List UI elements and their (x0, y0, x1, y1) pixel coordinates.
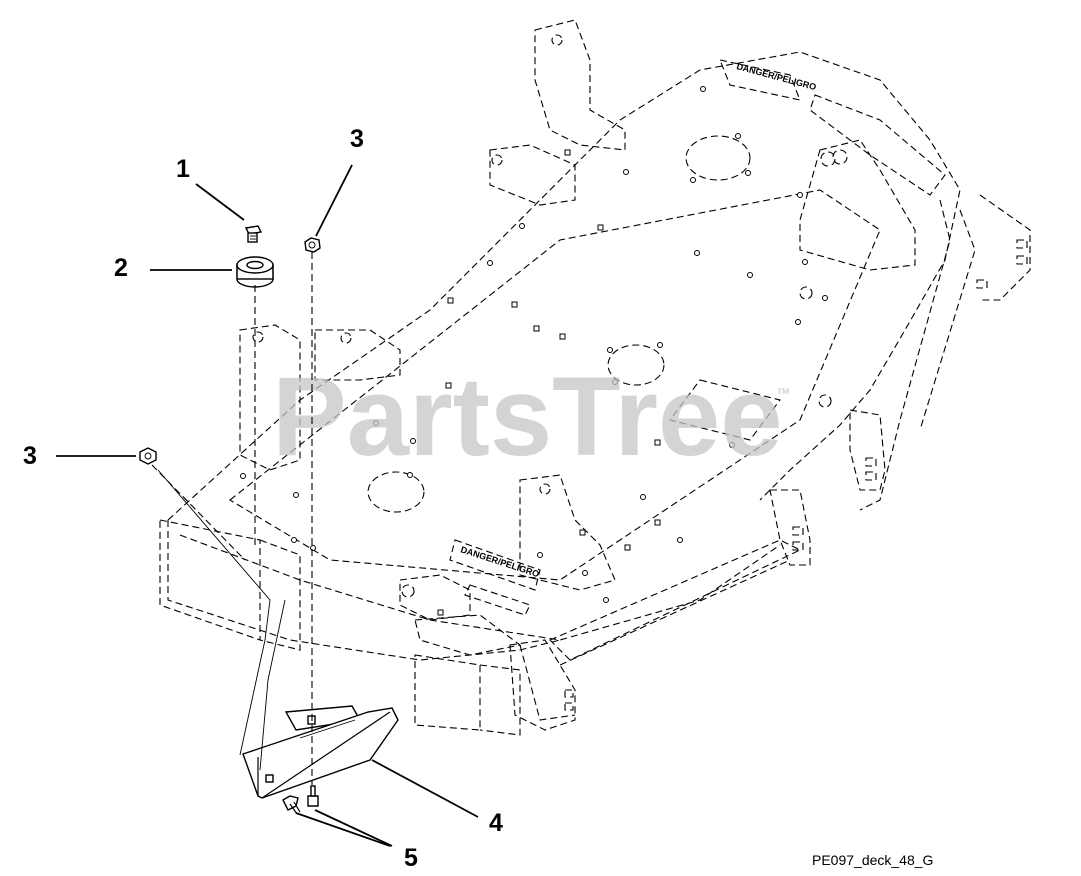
deck-holes (240, 86, 828, 603)
callout-3-top: 3 (350, 125, 364, 153)
callout-5: 5 (404, 844, 418, 872)
warning-decal-front: DANGER/PELIGRO (459, 544, 540, 579)
part-1-bolt (244, 225, 263, 243)
callouts: 1 2 3 3 4 5 (23, 125, 503, 872)
part-4-deflector (242, 705, 399, 799)
callout-3-left: 3 (23, 442, 37, 470)
assembly-center-lines (151, 252, 313, 785)
deck-slots (437, 149, 661, 616)
watermark-text: PartsTree (272, 354, 783, 479)
watermark-trademark: ™ (776, 385, 790, 401)
callout-2: 2 (114, 254, 128, 282)
leader-lines (56, 164, 479, 847)
warning-decal-top: DANGER/PELIGRO (735, 61, 817, 92)
part-3-locknut-left (139, 447, 157, 465)
mower-deck-outline: DANGER/PELIGRO DANGER/PELIGRO (159, 19, 1031, 736)
callout-4: 4 (489, 809, 503, 837)
callout-1: 1 (176, 155, 190, 183)
part-2-spacer (236, 256, 274, 288)
part-3-locknut-top (304, 237, 321, 253)
watermark: PartsTree ™ (272, 354, 790, 479)
drawing-id-label: PE097_deck_48_G (812, 852, 933, 868)
part-5-bolts (282, 785, 319, 815)
